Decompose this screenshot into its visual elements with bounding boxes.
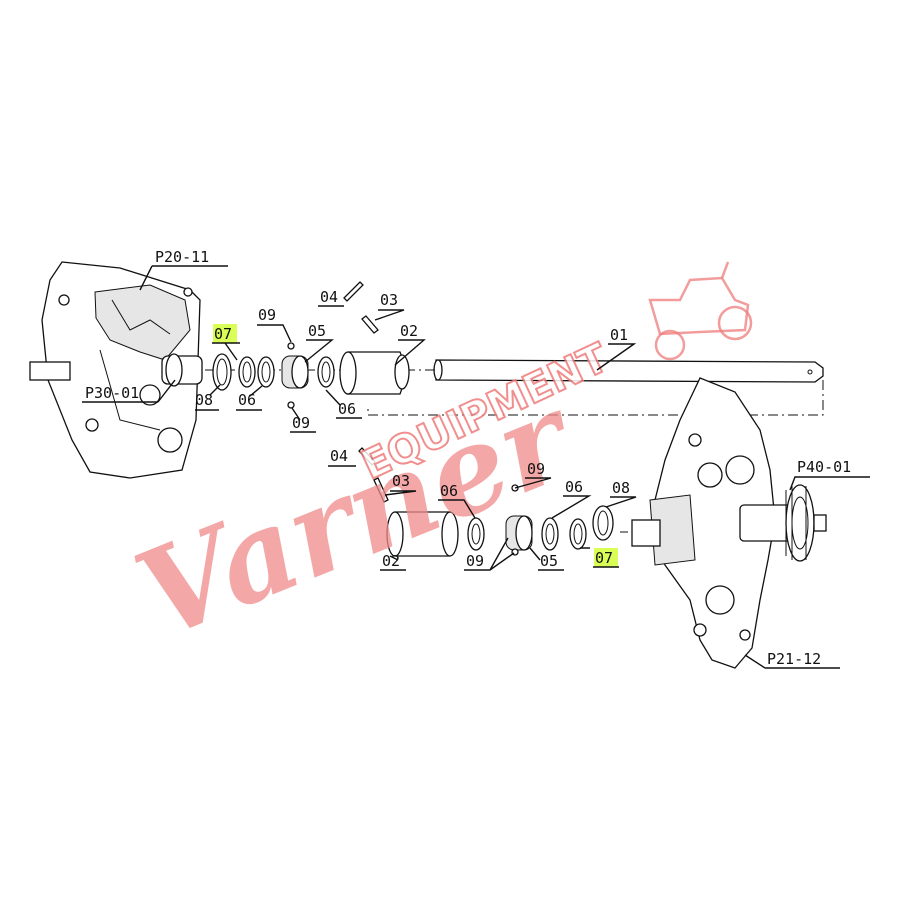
label-01: 01 <box>610 326 628 344</box>
label-04-lower: 04 <box>330 447 348 465</box>
label-09-upper-top: 09 <box>258 306 276 324</box>
label-06-lower-left: 06 <box>440 482 458 500</box>
right-housing <box>631 377 827 669</box>
label-p40-01: P40-01 <box>797 458 851 476</box>
label-06-upper-right: 06 <box>338 400 356 418</box>
label-02-lower: 02 <box>382 552 400 570</box>
highlight-07-upper <box>213 324 237 343</box>
label-05-upper: 05 <box>308 322 326 340</box>
label-p21-12: P21-12 <box>767 650 821 668</box>
label-03-lower: 03 <box>392 472 410 490</box>
label-p30-01: P30-01 <box>85 384 139 402</box>
label-07-lower: 07 <box>595 549 613 567</box>
label-06-lower-right: 06 <box>565 478 583 496</box>
label-02-upper: 02 <box>400 322 418 340</box>
left-housing <box>29 261 203 479</box>
label-p20-11: P20-11 <box>155 248 209 266</box>
label-09-lower-top: 09 <box>527 460 545 478</box>
label-09-lower-bottom: 09 <box>466 552 484 570</box>
label-07-upper: 07 <box>214 325 232 343</box>
label-03-upper: 03 <box>380 291 398 309</box>
watermark: Varner EQUIPMENT <box>118 261 753 667</box>
label-08-upper: 08 <box>195 391 213 409</box>
labels-layer: P20-11 P30-01 07 08 06 09 09 05 06 04 03… <box>82 248 870 669</box>
label-08-lower: 08 <box>612 479 630 497</box>
lower-parts-row <box>358 447 640 557</box>
label-05-lower: 05 <box>540 552 558 570</box>
highlight-07-lower <box>594 548 618 567</box>
label-09-upper-bottom: 09 <box>292 414 310 432</box>
upper-parts-row <box>212 281 410 409</box>
label-04-upper: 04 <box>320 288 338 306</box>
